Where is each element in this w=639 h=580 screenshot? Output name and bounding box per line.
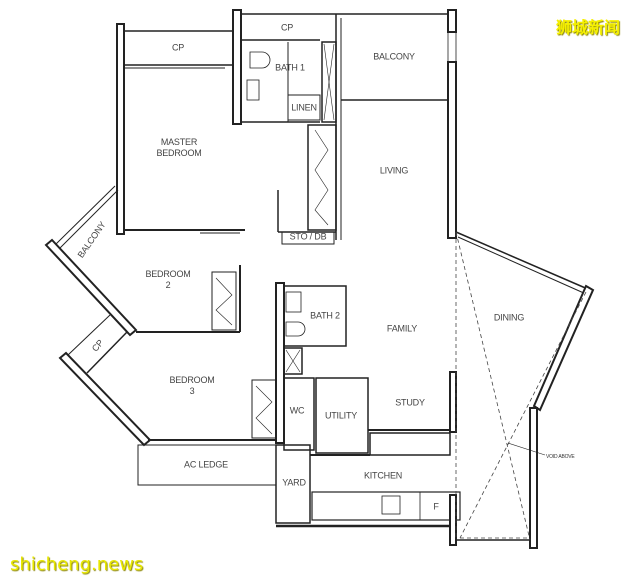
bedroom3-line2: 3 [189, 386, 195, 396]
fridge-label: F [433, 501, 439, 512]
room-wc: WC [289, 405, 305, 416]
bedroom3-line1: BEDROOM [169, 375, 215, 385]
master-line2: BEDROOM [156, 148, 202, 158]
label-void-above: VOID ABOVE [546, 454, 575, 460]
room-bath1: BATH 1 [275, 62, 305, 73]
bedroom2-line1: BEDROOM [145, 269, 191, 279]
room-balcony-top: BALCONY [373, 51, 415, 62]
room-utility: UTILITY [324, 410, 358, 421]
room-living: LIVING [379, 165, 409, 176]
watermark-site: shicheng.news [10, 554, 144, 575]
room-bedroom2: BEDROOM 2 [145, 269, 190, 291]
room-kitchen: KITCHEN [363, 470, 403, 481]
bedroom2-line2: 2 [165, 280, 171, 290]
room-cp-top-left: CP [171, 42, 185, 53]
watermark-chinese: 狮城新闻 [556, 18, 621, 37]
room-master-bedroom: MASTER BEDROOM [156, 137, 201, 159]
room-sto-db: STO / DB [289, 231, 327, 242]
room-cp-top-center: CP [280, 22, 294, 33]
room-yard: YARD [282, 477, 306, 488]
wall [116, 23, 125, 235]
room-linen: LINEN [291, 102, 317, 113]
room-family: FAMILY [386, 323, 418, 334]
room-dining: DINING [493, 312, 525, 323]
room-study: STUDY [395, 397, 425, 408]
master-line1: MASTER [160, 137, 198, 147]
room-bath2: BATH 2 [310, 310, 340, 321]
room-ac-ledge: AC LEDGE [184, 459, 228, 470]
room-bedroom3: BEDROOM 3 [169, 375, 214, 397]
